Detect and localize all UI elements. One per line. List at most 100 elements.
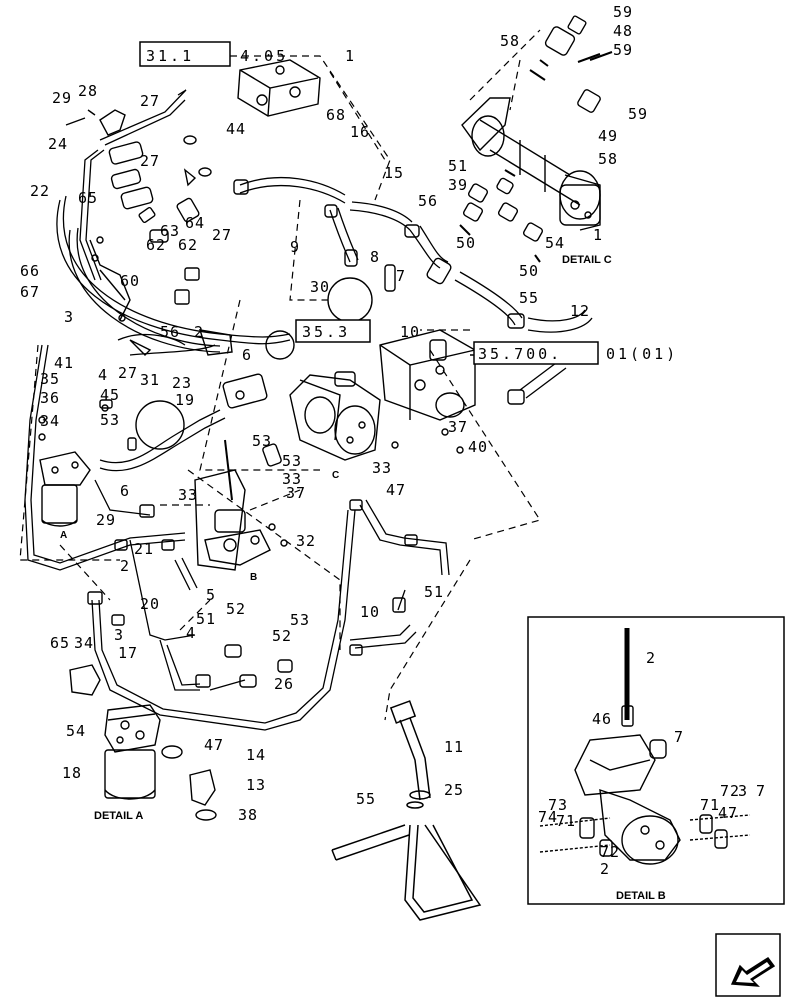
callout[interactable]: 37 <box>448 418 468 436</box>
callout[interactable]: 71 <box>556 812 576 830</box>
callout[interactable]: 53 <box>290 611 310 629</box>
callout[interactable]: 4 <box>186 624 196 642</box>
callout[interactable]: 41 <box>54 354 74 372</box>
callout[interactable]: 47 <box>386 481 406 499</box>
callout[interactable]: 60 <box>120 272 140 290</box>
callout[interactable]: 56 <box>160 323 180 341</box>
callout[interactable]: 52 <box>226 600 246 618</box>
callout[interactable]: 72 <box>600 843 620 861</box>
callout[interactable]: 29 <box>52 89 72 107</box>
callout[interactable]: 46 <box>592 710 612 728</box>
callout[interactable]: 9 <box>290 238 300 256</box>
callout[interactable]: 59 <box>613 3 633 21</box>
callout[interactable]: 47 <box>204 736 224 754</box>
callout[interactable]: 50 <box>519 262 539 280</box>
callout[interactable]: 16 <box>350 123 370 141</box>
callout[interactable]: 15 <box>384 164 404 182</box>
callout[interactable]: 59 <box>628 105 648 123</box>
callout[interactable]: 53 <box>100 411 120 429</box>
callout[interactable]: 24 <box>48 135 68 153</box>
callout[interactable]: 62 <box>146 236 166 254</box>
callout[interactable]: 1 <box>593 226 603 244</box>
callout[interactable]: 40 <box>468 438 488 456</box>
callout[interactable]: 53 <box>252 432 272 450</box>
callout[interactable]: 54 <box>545 234 565 252</box>
callout[interactable]: 7 <box>756 782 766 800</box>
callout[interactable]: 18 <box>62 764 82 782</box>
callout[interactable]: 58 <box>598 150 618 168</box>
callout[interactable]: 59 <box>613 41 633 59</box>
back-arrow-icon[interactable] <box>730 956 776 987</box>
callout[interactable]: 51 <box>448 157 468 175</box>
callout[interactable]: 2 <box>646 649 656 667</box>
callout[interactable]: 30 <box>310 278 330 296</box>
callout[interactable]: 72 <box>720 782 740 800</box>
callout[interactable]: 33 <box>282 470 302 488</box>
ref-35-3[interactable]: 35.3 <box>295 319 371 343</box>
callout[interactable]: 65 <box>50 634 70 652</box>
callout[interactable]: 34 <box>40 412 60 430</box>
callout[interactable]: 23 <box>172 374 192 392</box>
callout[interactable]: 31 <box>140 371 160 389</box>
callout[interactable]: 47 <box>718 804 738 822</box>
callout[interactable]: 10 <box>400 323 420 341</box>
callout[interactable]: 22 <box>30 182 50 200</box>
callout[interactable]: 55 <box>356 790 376 808</box>
callout[interactable]: 51 <box>424 583 444 601</box>
callout[interactable]: 36 <box>40 389 60 407</box>
callout[interactable]: 67 <box>20 283 40 301</box>
callout[interactable]: 50 <box>456 234 476 252</box>
callout[interactable]: 29 <box>96 511 116 529</box>
callout[interactable]: 71 <box>700 796 720 814</box>
callout[interactable]: 58 <box>500 32 520 50</box>
callout[interactable]: 37 <box>286 484 306 502</box>
callout[interactable]: 10 <box>360 603 380 621</box>
callout[interactable]: 17 <box>118 644 138 662</box>
callout[interactable]: 14 <box>246 746 266 764</box>
callout[interactable]: 21 <box>134 540 154 558</box>
callout[interactable]: 33 <box>178 486 198 504</box>
callout[interactable]: 49 <box>598 127 618 145</box>
callout[interactable]: 68 <box>326 106 346 124</box>
callout[interactable]: 3 <box>64 308 74 326</box>
callout[interactable]: 39 <box>448 176 468 194</box>
callout[interactable]: 52 <box>272 627 292 645</box>
callout[interactable]: 11 <box>444 738 464 756</box>
callout[interactable]: 2 <box>194 323 204 341</box>
callout[interactable]: 4 <box>98 366 108 384</box>
callout[interactable]: 27 <box>140 92 160 110</box>
callout[interactable]: 35 <box>40 370 60 388</box>
ref-35-700[interactable]: 35.700. 01(01) <box>473 341 678 365</box>
callout[interactable]: 55 <box>519 289 539 307</box>
callout[interactable]: 26 <box>274 675 294 693</box>
callout[interactable]: 6 <box>242 346 252 364</box>
callout[interactable]: 5 <box>206 586 216 604</box>
callout[interactable]: 64 <box>185 214 205 232</box>
callout[interactable]: 53 <box>282 452 302 470</box>
callout[interactable]: 3 <box>114 626 124 644</box>
callout[interactable]: 33 <box>372 459 392 477</box>
callout[interactable]: 62 <box>178 236 198 254</box>
callout[interactable]: 54 <box>66 722 86 740</box>
callout[interactable]: 12 <box>570 302 590 320</box>
callout[interactable]: 38 <box>238 806 258 824</box>
callout[interactable]: 34 <box>74 634 94 652</box>
ref-31-1[interactable]: 31.1 4.05 <box>139 41 288 67</box>
callout[interactable]: 56 <box>418 192 438 210</box>
callout[interactable]: 66 <box>20 262 40 280</box>
callout[interactable]: 32 <box>296 532 316 550</box>
callout[interactable]: 7 <box>396 267 406 285</box>
callout[interactable]: 65 <box>78 189 98 207</box>
callout[interactable]: 48 <box>613 22 633 40</box>
callout[interactable]: 1 <box>345 47 355 65</box>
callout[interactable]: 44 <box>226 120 246 138</box>
callout[interactable]: 2 <box>600 860 610 878</box>
callout[interactable]: 27 <box>140 152 160 170</box>
callout[interactable]: 51 <box>196 610 216 628</box>
callout[interactable]: 20 <box>140 595 160 613</box>
callout[interactable]: 7 <box>674 728 684 746</box>
callout[interactable]: 45 <box>100 386 120 404</box>
callout[interactable]: 3 <box>738 782 748 800</box>
callout[interactable]: 27 <box>118 364 138 382</box>
callout[interactable]: 8 <box>370 248 380 266</box>
